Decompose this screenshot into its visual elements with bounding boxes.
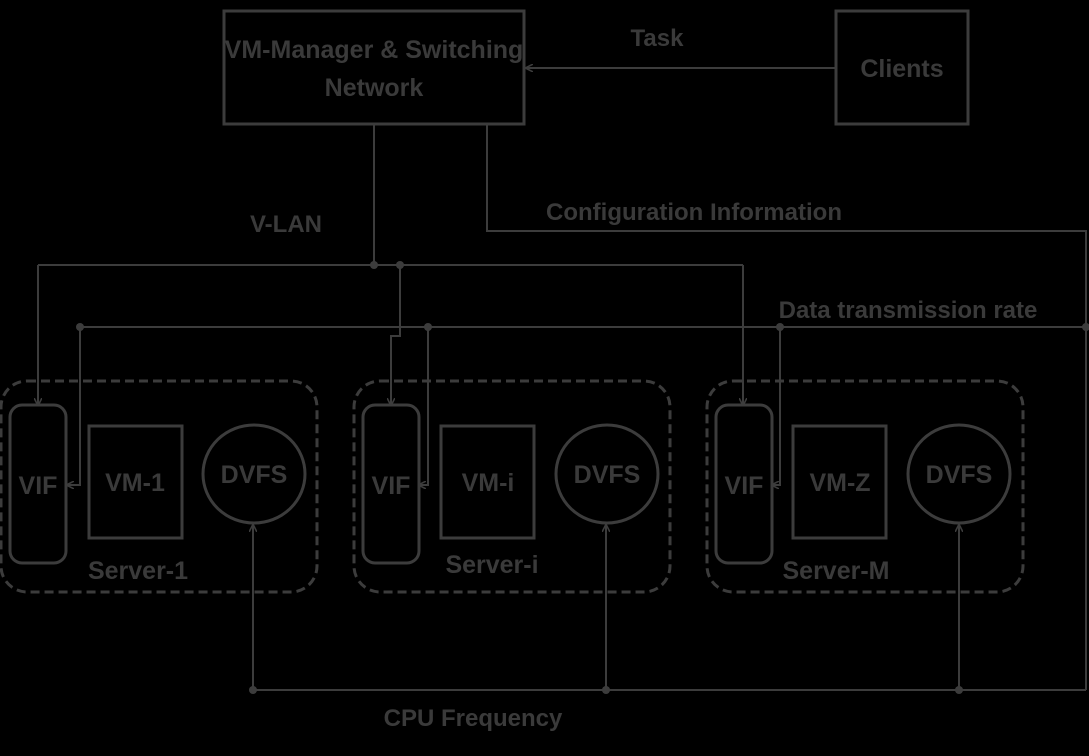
server-1-vif — [8, 403, 68, 565]
server-m-label: Server-M — [783, 557, 890, 585]
server-m-vif — [714, 403, 774, 565]
server-1-label: Server-1 — [88, 557, 188, 585]
server-i-dvfs — [554, 423, 660, 525]
server-m-vm — [791, 424, 888, 540]
server-1-dvfs-label: DVFS — [221, 461, 288, 489]
vm-manager-label-line1: VM-Manager & Switching — [225, 36, 524, 64]
server-1-vm-label: VM-1 — [105, 469, 165, 497]
server-i-group — [352, 379, 672, 594]
clients-label: Clients — [860, 55, 943, 83]
task-label: Task — [631, 25, 685, 52]
server-m-dvfs — [906, 423, 1012, 525]
server-m-vif-label: VIF — [725, 472, 764, 500]
config-info-label: Configuration Information — [546, 199, 842, 226]
vlan-drop-server-i — [391, 265, 401, 405]
server-m-dvfs-label: DVFS — [926, 461, 993, 489]
data-rate-to-vif-1 — [67, 327, 81, 485]
server-i-vif-label: VIF — [372, 472, 411, 500]
cpu-frequency-label: CPU Frequency — [384, 705, 563, 732]
vm-manager-node — [222, 9, 526, 126]
server-m-group — [705, 379, 1025, 594]
data-rate-label: Data transmission rate — [779, 297, 1038, 324]
vm-manager-label-line2: Network — [325, 74, 424, 102]
server-1-vif-label: VIF — [19, 472, 58, 500]
server-i-dvfs-label: DVFS — [574, 461, 641, 489]
server-1-vm — [87, 424, 184, 540]
vlan-junction-main — [370, 261, 378, 269]
server-i-vif — [361, 403, 421, 565]
server-1-dvfs — [201, 423, 307, 525]
data-rate-junction-config — [1082, 323, 1089, 331]
config-info-line — [486, 124, 1087, 690]
vlan-label: V-LAN — [250, 211, 322, 238]
server-i-vm — [439, 424, 536, 540]
server-m-vm-label: VM-Z — [809, 469, 870, 497]
server-1-group — [0, 379, 319, 594]
server-i-vm-label: VM-i — [462, 469, 515, 497]
server-i-label: Server-i — [445, 551, 538, 579]
